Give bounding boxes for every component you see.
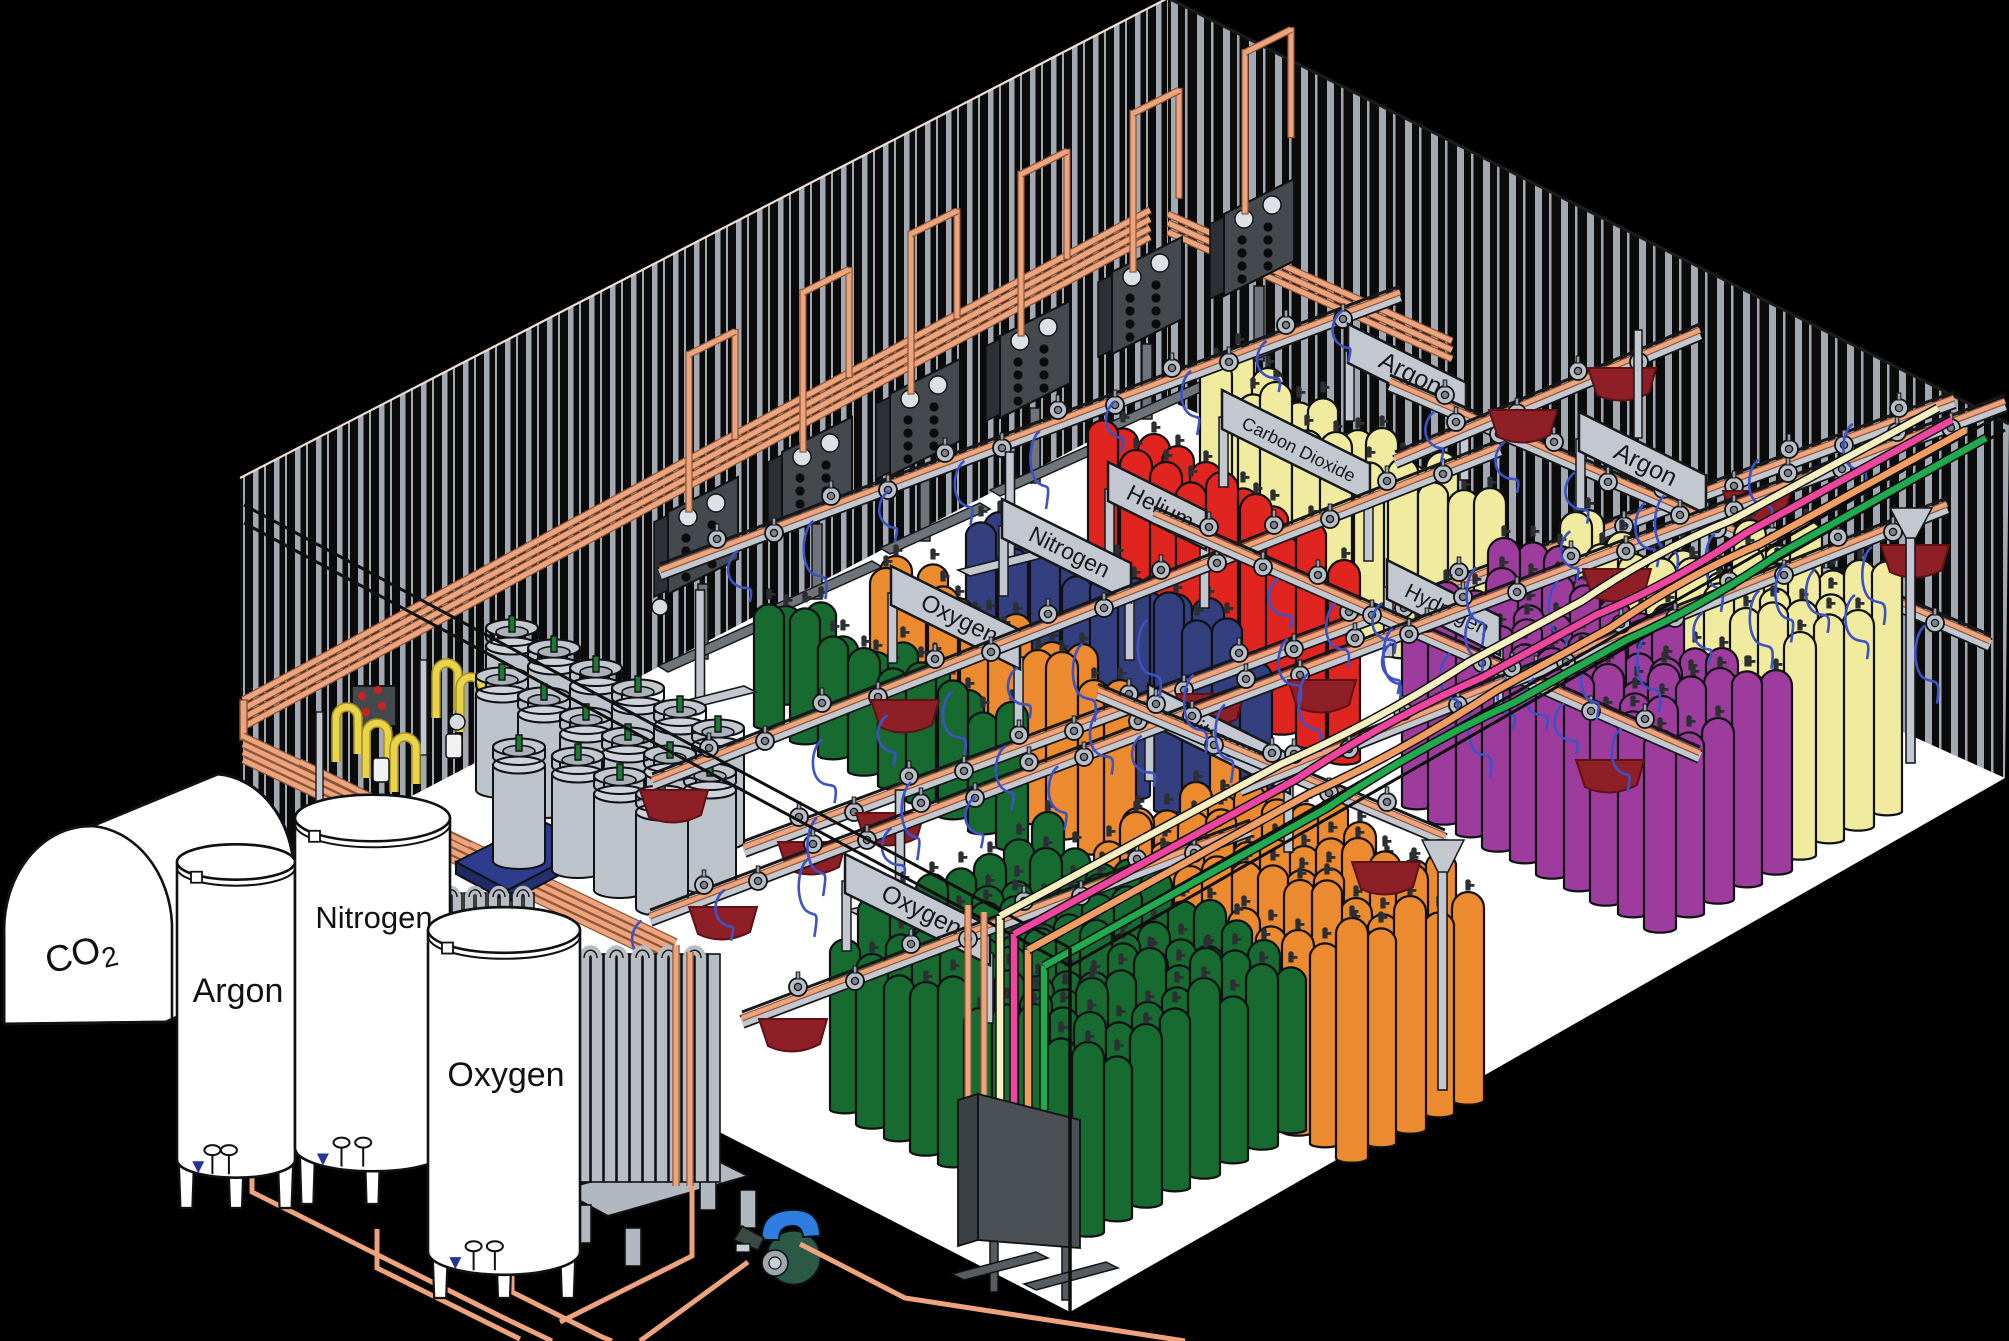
svg-text:Argon: Argon [193,972,284,1010]
svg-text:Oxygen: Oxygen [447,1056,564,1094]
svg-text:Nitrogen: Nitrogen [315,900,432,935]
